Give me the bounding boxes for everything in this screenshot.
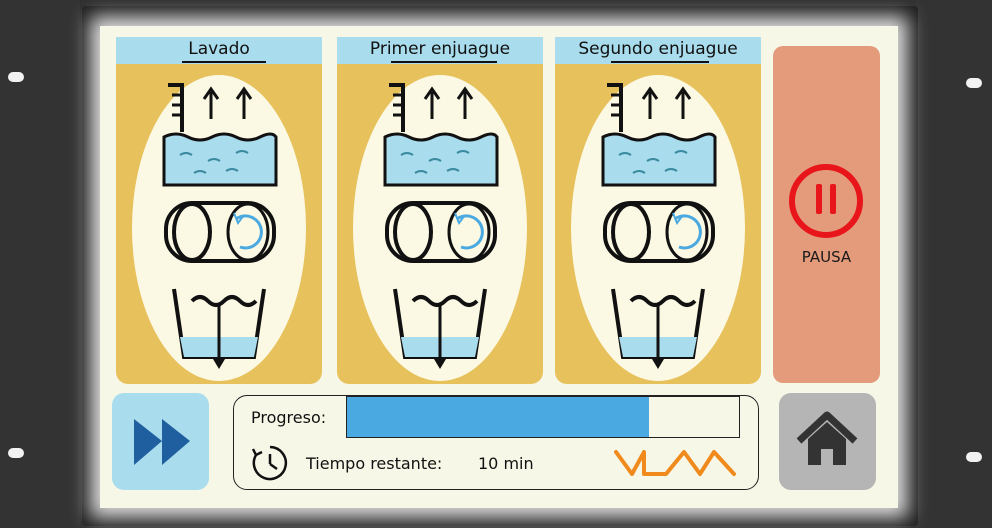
drain-icon	[611, 288, 705, 369]
drum-rotation-icon	[603, 201, 715, 263]
stage-title-underline	[611, 61, 709, 63]
progress-bar	[346, 396, 740, 438]
stage-panel-second-rinse[interactable]: Segundo enjuague	[555, 37, 761, 384]
stage-icons	[162, 83, 278, 369]
mounting-hole	[8, 72, 24, 82]
water-fill-icon	[383, 83, 499, 187]
stage-panel-washing[interactable]: Lavado	[116, 37, 322, 384]
stage-header: Segundo enjuague	[555, 37, 761, 64]
drain-icon	[393, 288, 487, 369]
pause-icon-bar	[816, 184, 822, 214]
clock-icon	[251, 445, 288, 481]
brand-logo-icon	[614, 450, 736, 476]
stage-title-underline	[391, 61, 497, 63]
stage-header: Primer enjuague	[337, 37, 543, 64]
pause-icon	[789, 164, 863, 238]
drain-icon	[172, 288, 266, 369]
pause-icon-bar	[830, 184, 836, 214]
mounting-rail-right	[916, 0, 992, 528]
mounting-hole	[8, 448, 24, 458]
home-button[interactable]	[779, 393, 876, 490]
pause-button[interactable]: PAUSA	[773, 46, 880, 383]
status-box: Progreso: Tiempo restante: 10 min	[233, 395, 759, 490]
water-fill-icon	[162, 83, 278, 187]
stage-header: Lavado	[116, 37, 322, 64]
water-fill-icon	[601, 83, 717, 187]
progress-bar-fill	[347, 397, 649, 437]
stage-icons	[601, 83, 717, 369]
fast-forward-button[interactable]	[112, 393, 209, 490]
stage-title: Segundo enjuague	[578, 39, 738, 59]
drum-rotation-icon	[385, 201, 497, 263]
pause-label: PAUSA	[801, 248, 852, 266]
fast-forward-icon	[134, 419, 190, 465]
stage-panel-first-rinse[interactable]: Primer enjuague	[337, 37, 543, 384]
drum-rotation-icon	[164, 201, 276, 263]
remaining-time-value: 10 min	[478, 454, 534, 473]
stage-icons	[383, 83, 499, 369]
home-icon	[796, 411, 858, 465]
mounting-rail-left	[0, 0, 80, 528]
progress-label: Progreso:	[251, 408, 327, 427]
remaining-time-label: Tiempo restante:	[306, 454, 443, 473]
stage-title: Lavado	[188, 39, 250, 59]
mounting-hole	[966, 78, 982, 88]
stage-title-underline	[182, 61, 266, 63]
mounting-hole	[966, 452, 982, 462]
stage-title: Primer enjuague	[369, 39, 511, 59]
